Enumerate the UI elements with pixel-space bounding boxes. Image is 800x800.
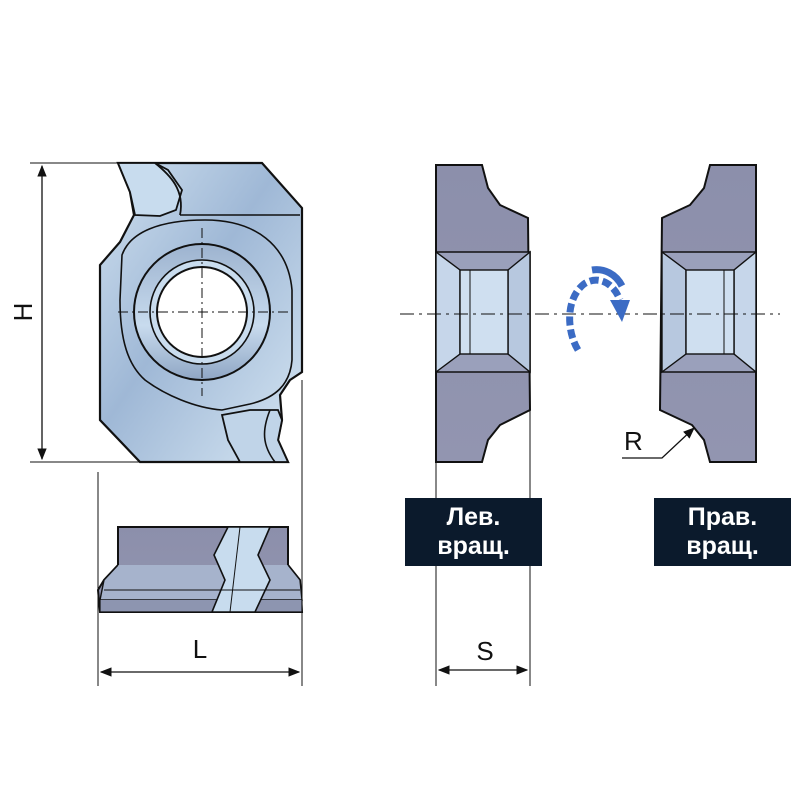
radius-label: R — [624, 426, 643, 456]
left-rotation-label: Лев. вращ. — [405, 498, 542, 566]
top-notch — [116, 162, 183, 217]
right-rotation-label: Прав. вращ. — [654, 498, 791, 566]
radius-callout: R — [622, 426, 695, 459]
side-notch — [210, 526, 272, 613]
left-rotation-line1: Лев. — [446, 503, 501, 531]
insert-side-view — [96, 526, 304, 613]
right-rotation-line2: вращ. — [686, 532, 759, 560]
bottom-notch — [220, 409, 290, 463]
right-rotation-line1: Прав. — [687, 503, 758, 531]
inner-contour — [119, 219, 293, 411]
insert-top-view — [98, 161, 304, 464]
length-label: L — [193, 634, 207, 664]
height-label: H — [8, 303, 38, 322]
left-rotation-line2: вращ. — [437, 532, 510, 560]
length-dimension: L — [97, 380, 303, 686]
height-dimension: H — [8, 162, 140, 463]
thickness-label: S — [476, 636, 493, 666]
curved-rotation-arrow-icon — [566, 266, 630, 352]
